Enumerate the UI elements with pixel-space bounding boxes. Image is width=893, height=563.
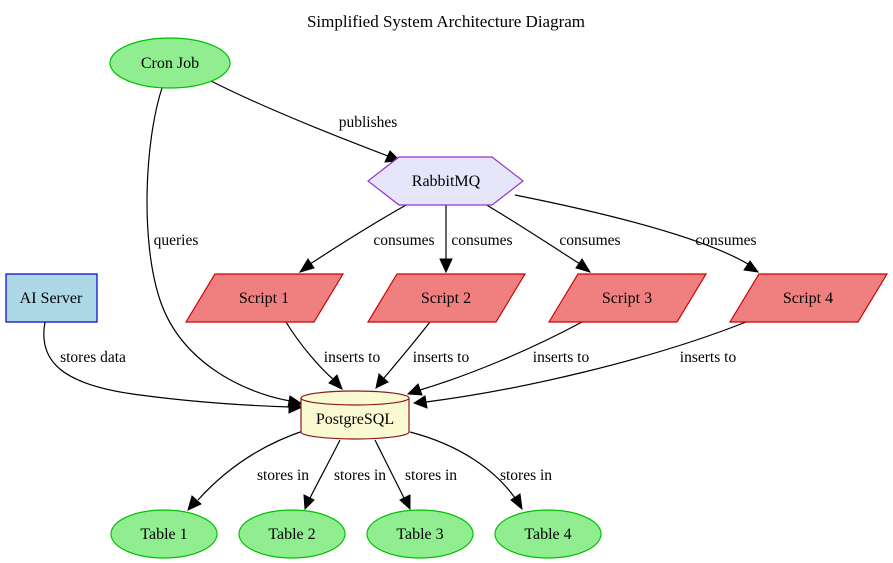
node-ai-server-shape	[6, 274, 97, 322]
edge-cron-postgres: queries	[146, 87, 304, 408]
edge-label-inserts-2: inserts to	[413, 349, 470, 366]
node-postgresql: PostgreSQL	[300, 390, 410, 440]
node-script-1-label: Script 1	[239, 290, 289, 307]
node-table-3: Table 3	[366, 509, 474, 559]
node-table-4: Table 4	[494, 509, 602, 559]
node-table-2-label: Table 2	[268, 526, 315, 543]
edge-rabbit-script1: consumes	[298, 203, 435, 273]
edge-cron-rabbit: publishes	[208, 79, 402, 163]
edge-script4-postgres: inserts to	[412, 321, 747, 409]
edge-postgres-table3: stores in	[374, 439, 457, 511]
node-cron-job: Cron Job	[109, 37, 231, 89]
node-ai-server: AI Server	[5, 273, 98, 323]
node-table-1: Table 1	[110, 509, 218, 559]
node-rabbitmq-shape	[368, 157, 523, 205]
edge-rabbit-script3: consumes	[484, 203, 621, 273]
edge-script2-postgres: inserts to	[375, 321, 470, 389]
edge-script3-postgres: inserts to	[406, 321, 590, 396]
node-script-3: Script 3	[547, 273, 708, 323]
edge-label-inserts-4: inserts to	[680, 349, 737, 366]
node-cron-job-label: Cron Job	[141, 55, 199, 72]
node-script-4: Script 4	[728, 273, 889, 323]
edge-script1-postgres: inserts to	[285, 321, 381, 390]
edge-label-inserts-1: inserts to	[324, 349, 381, 366]
edge-rabbit-script2: consumes	[439, 205, 513, 274]
node-table-1-label: Table 1	[140, 526, 187, 543]
edge-label-queries: queries	[154, 232, 199, 249]
edge-label-stores-in-3: stores in	[405, 467, 457, 484]
node-script-2-label: Script 2	[421, 290, 471, 307]
edge-label-stores-in-1: stores in	[257, 467, 309, 484]
node-script-3-label: Script 3	[602, 290, 652, 307]
node-table-1-shape	[111, 510, 217, 558]
node-table-2: Table 2	[238, 509, 346, 559]
edge-postgres-table1: stores in	[187, 429, 309, 511]
edge-rabbit-script4: consumes	[514, 194, 760, 273]
edge-label-stores-in-4: stores in	[500, 467, 552, 484]
node-script-3-shape	[549, 274, 706, 322]
node-script-1-shape	[186, 274, 343, 322]
node-rabbitmq-label: RabbitMQ	[412, 173, 481, 190]
node-table-3-shape	[367, 510, 473, 558]
node-script-1: Script 1	[184, 273, 345, 323]
edge-label-stores-data: stores data	[60, 349, 126, 366]
edge-label-publishes: publishes	[339, 114, 398, 131]
node-table-3-label: Table 3	[396, 526, 443, 543]
node-postgresql-shape	[301, 391, 409, 439]
edge-label-consumes-1: consumes	[373, 232, 434, 249]
node-script-2-shape	[368, 274, 525, 322]
node-ai-server-label: AI Server	[20, 290, 83, 307]
edge-label-stores-in-2: stores in	[334, 467, 386, 484]
node-script-4-label: Script 4	[783, 290, 833, 307]
node-rabbitmq: RabbitMQ	[367, 156, 524, 206]
edge-label-consumes-3: consumes	[559, 232, 620, 249]
node-table-4-shape	[495, 510, 601, 558]
diagram-title: Simplified System Architecture Diagram	[307, 12, 585, 31]
node-postgresql-label: PostgreSQL	[316, 411, 394, 428]
edge-label-consumes-4: consumes	[695, 232, 756, 249]
node-table-2-shape	[239, 510, 345, 558]
node-table-4-label: Table 4	[524, 526, 571, 543]
edge-label-inserts-3: inserts to	[533, 349, 590, 366]
edge-postgres-table2: stores in	[303, 439, 386, 511]
node-script-4-shape	[730, 274, 887, 322]
node-script-2: Script 2	[366, 273, 527, 323]
node-cron-job-shape	[110, 38, 230, 88]
edge-postgres-table4: stores in	[409, 431, 552, 511]
edge-label-consumes-2: consumes	[451, 232, 512, 249]
edge-ai-postgres: stores data	[43, 321, 304, 414]
